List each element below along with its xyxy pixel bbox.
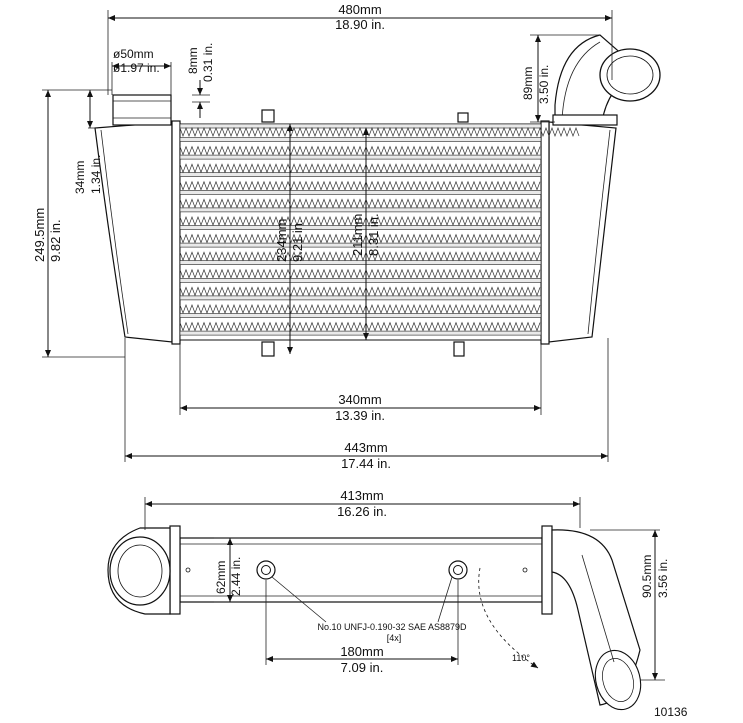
dim-249-mm: 249.5mm [32,208,47,262]
thread-note: No.10 UNFJ-0.190-32 SAE AS8879D [317,622,467,632]
dim-89-in: 3.50 in. [537,65,551,104]
dim-inlet-dia-mm: ø50mm [113,47,154,61]
inlet-pipe [112,94,172,126]
dim-443-in: 17.44 in. [341,456,391,471]
top-view: 480mm 18.90 in. ø50mm ø1.97 in. 8mm 0.31… [32,2,661,471]
dim-443-mm: 443mm [344,440,387,455]
top-stud-left [261,109,275,123]
dim-340-in: 13.39 in. [335,408,385,423]
dim-90-mm: 90.5mm [640,555,654,598]
dim-inlet-dia-in: ø1.97 in. [113,61,160,75]
dim-234-mm: 234mm [274,219,289,262]
angle-label: 110° [512,653,530,663]
dim-34-in: 1.34 in. [89,155,103,194]
thread-qty: [4x] [387,633,402,643]
dim-211-in: 8.31 in. [366,213,381,256]
left-side-plate [171,120,181,345]
dim-180-in: 7.09 in. [341,660,384,675]
dim-8-mm: 8mm [186,47,200,74]
right-side-plate [540,120,550,345]
core-fins [179,123,580,137]
core-fin-rows [179,137,542,336]
dim-413-in: 16.26 in. [337,504,387,519]
bottom-left-flange [169,525,181,615]
dim-62-mm: 62mm [214,561,228,594]
dim-90-in: 3.56 in. [656,559,670,598]
bottom-stud-right [453,341,465,357]
dim-62-in: 2.44 in. [229,557,243,596]
top-stud-right [457,112,469,123]
dim-34-mm: 34mm [73,161,87,194]
dim-8-in: 0.31 in. [201,43,215,82]
dim-480-in: 18.90 in. [335,17,385,32]
core [179,123,542,341]
left-end-tank [94,121,173,343]
dim-413-mm: 413mm [340,488,383,503]
dim-234-in: 9.21 in. [290,219,305,262]
bottom-outlet [551,529,642,711]
bottom-body [179,537,543,603]
dim-340-mm: 340mm [338,392,381,407]
bottom-view: 413mm 16.26 in. 62mm 2.44 in. 90.5mm 3.5… [107,488,688,719]
dim-211-mm: 211mm [350,214,365,256]
bottom-stud-left [261,341,275,357]
outlet-elbow [552,34,661,126]
right-end-tank [548,121,617,343]
part-number: 10136 [654,705,688,719]
mount-bolt-right [448,560,468,580]
dim-180-mm: 180mm [340,644,383,659]
dim-249-in: 9.82 in. [48,219,63,262]
bottom-inlet [107,527,171,615]
dim-89-mm: 89mm [521,67,535,100]
bottom-right-flange [541,525,553,615]
dim-480-mm: 480mm [338,2,381,17]
mount-bolt-left [256,560,276,580]
